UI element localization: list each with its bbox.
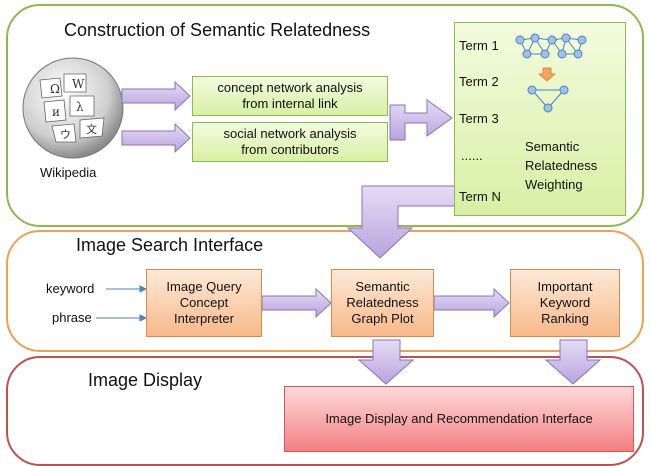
display-title: Image Display <box>88 370 203 390</box>
arrow-keyword <box>106 285 148 293</box>
phrase-label: phrase <box>52 310 92 325</box>
term-n: Term N <box>459 189 501 204</box>
weighting-line1: Semantic <box>525 139 580 154</box>
graph-line1: Semantic <box>355 279 410 294</box>
diagram-graphics: Ω W и λ ウ 文 <box>22 57 602 385</box>
svg-text:и: и <box>52 105 60 119</box>
term-1: Term 1 <box>459 38 499 53</box>
svg-text:Ω: Ω <box>50 82 60 96</box>
weighting-line3: Weighting <box>525 177 583 192</box>
social-network-box: social network analysis from contributor… <box>192 122 388 162</box>
search-title: Image Search Interface <box>76 235 264 255</box>
arrow-graph-to-display <box>357 339 415 385</box>
ranking-line2: Keyword <box>539 295 591 310</box>
search-panel <box>6 230 644 352</box>
ranking-line3: Ranking <box>541 311 589 326</box>
concept-network-line1: concept network analysis <box>217 80 363 95</box>
concept-network-line2: from internal link <box>242 96 338 111</box>
svg-text:W: W <box>72 77 85 91</box>
ranking-line1: Important <box>537 279 593 294</box>
svg-text:λ: λ <box>76 100 84 114</box>
social-network-line2: from contributors <box>241 142 339 157</box>
arrow-analysis-to-terms <box>389 99 453 141</box>
arrow-graph-to-ranking <box>433 287 510 319</box>
arrow-wiki-to-social <box>121 122 191 154</box>
interpreter-line3: Interpreter <box>174 311 234 326</box>
term-2: Term 2 <box>459 74 499 89</box>
interpreter-line2: Concept <box>179 295 229 310</box>
weighting-line2: Relatedness <box>525 158 598 173</box>
wikipedia-label: Wikipedia <box>40 165 97 180</box>
graph-line3: Graph Plot <box>351 311 414 326</box>
term-3: Term 3 <box>459 111 499 126</box>
arrow-wiki-to-concept <box>121 80 191 112</box>
arrow-ranking-to-display <box>544 339 602 385</box>
construction-title: Construction of Semantic Relatedness <box>64 20 371 40</box>
arrow-terms-to-graph <box>346 185 456 259</box>
query-interpreter-box: Image Query Concept Interpreter <box>146 269 262 337</box>
interpreter-line1: Image Query <box>166 279 242 294</box>
recommendation-interface-box: Image Display and Recommendation Interfa… <box>284 386 634 452</box>
social-network-line1: social network analysis <box>223 126 357 141</box>
keyword-label: keyword <box>46 281 95 296</box>
term-ellipsis: ...... <box>461 148 483 163</box>
wikipedia-globe-icon: Ω W и λ ウ 文 <box>22 57 124 159</box>
arrow-interpreter-to-graph <box>261 287 332 319</box>
svg-text:ウ: ウ <box>60 128 71 141</box>
keyword-ranking-box: Important Keyword Ranking <box>510 269 620 337</box>
svg-text:文: 文 <box>86 122 97 136</box>
construction-panel <box>6 4 644 227</box>
concept-network-box: concept network analysis from internal l… <box>192 76 388 116</box>
arrow-phrase <box>96 314 148 322</box>
graph-line2: Relatedness <box>346 295 419 310</box>
graph-plot-box: Semantic Relatedness Graph Plot <box>331 269 434 337</box>
